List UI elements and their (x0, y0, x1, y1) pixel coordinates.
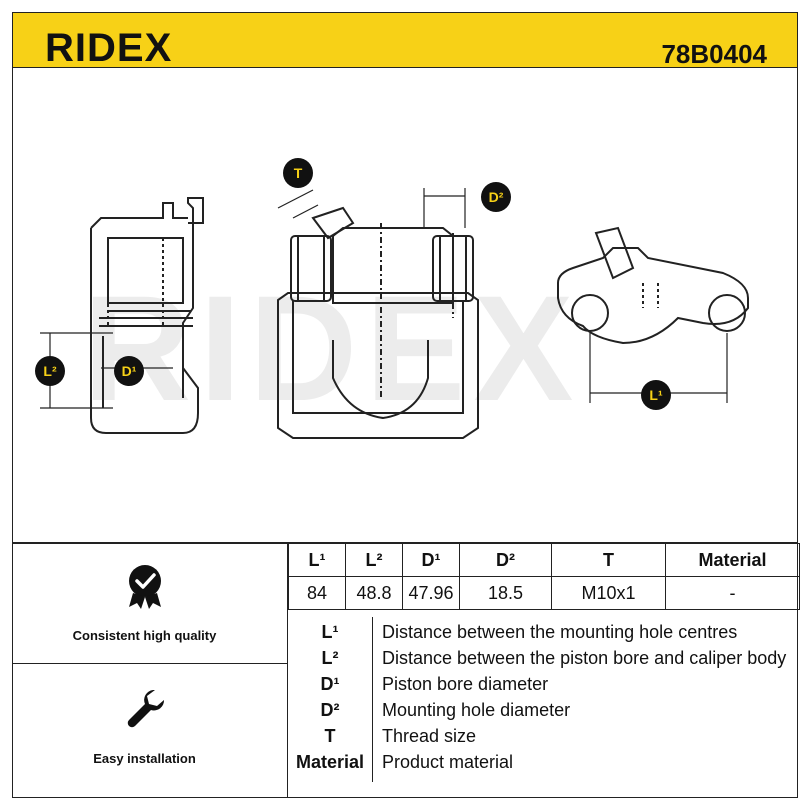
feature-quality: Consistent high quality (13, 563, 276, 643)
spec-value-l1: 84 (288, 576, 346, 610)
spec-value-d1: 47.96 (402, 576, 460, 610)
label-t-badge: T (283, 158, 313, 188)
quality-badge-icon (128, 565, 161, 609)
legend-key: L¹ (321, 622, 339, 642)
spec-header-l2: L² (345, 543, 403, 577)
label-l1-badge: L¹ (641, 380, 671, 410)
spec-value-material: - (665, 576, 800, 610)
header-bar: RIDEX 78B0404 (13, 13, 797, 68)
legend-desc: Mounting hole diameter (382, 700, 571, 720)
caliper-drawing (40, 188, 749, 439)
legend-key: Material (295, 752, 365, 772)
feature-quality-label: Consistent high quality (72, 628, 217, 643)
legend-desc: Thread size (382, 726, 477, 746)
feature-installation: Easy installation (13, 686, 276, 766)
spec-header-d1: D¹ (402, 543, 460, 577)
legend-desc: Distance between the piston bore and cal… (382, 648, 787, 668)
caliper-end-view (557, 226, 749, 345)
label-d2-badge: D² (481, 182, 511, 212)
spec-table-value-row: 84 48.8 47.96 18.5 M10x1 - (288, 576, 800, 610)
legend-desc: Product material (382, 752, 514, 772)
spec-value-d2: 18.5 (459, 576, 552, 610)
legend-key: D² (320, 700, 340, 720)
section-divider (13, 542, 797, 544)
part-number: 78B0404 (661, 39, 767, 69)
legend-key: D¹ (320, 674, 340, 694)
page-frame (12, 12, 798, 798)
technical-drawing: RIDEX (13, 68, 797, 542)
caliper-side-view (90, 197, 204, 434)
spec-header-material: Material (665, 543, 800, 577)
spec-header-t: T (551, 543, 666, 577)
feature-installation-label: Easy installation (93, 751, 196, 766)
watermark: RIDEX (83, 264, 582, 432)
spec-value-t: M10x1 (551, 576, 666, 610)
spec-value-l2: 48.8 (345, 576, 403, 610)
legend-desc: Piston bore diameter (382, 674, 549, 694)
vertical-divider (287, 542, 288, 798)
legend-desc: Distance between the mounting hole centr… (382, 622, 738, 642)
brand-logo: RIDEX (45, 26, 173, 70)
spec-table: L¹ L² D¹ D² T Material 84 48.8 47.96 18.… (288, 543, 800, 610)
spec-table-header-row: L¹ L² D¹ D² T Material (288, 543, 800, 577)
spec-header-d2: D² (459, 543, 552, 577)
label-d1-badge: D¹ (114, 356, 144, 386)
label-l2-badge: L² (35, 356, 65, 386)
legend-divider (372, 617, 373, 782)
legend-key: T (324, 726, 336, 746)
feature-divider (13, 663, 288, 664)
wrench-icon (127, 690, 164, 728)
spec-header-l1: L¹ (288, 543, 346, 577)
caliper-front-view (277, 206, 479, 439)
legend-key: L² (321, 648, 339, 668)
